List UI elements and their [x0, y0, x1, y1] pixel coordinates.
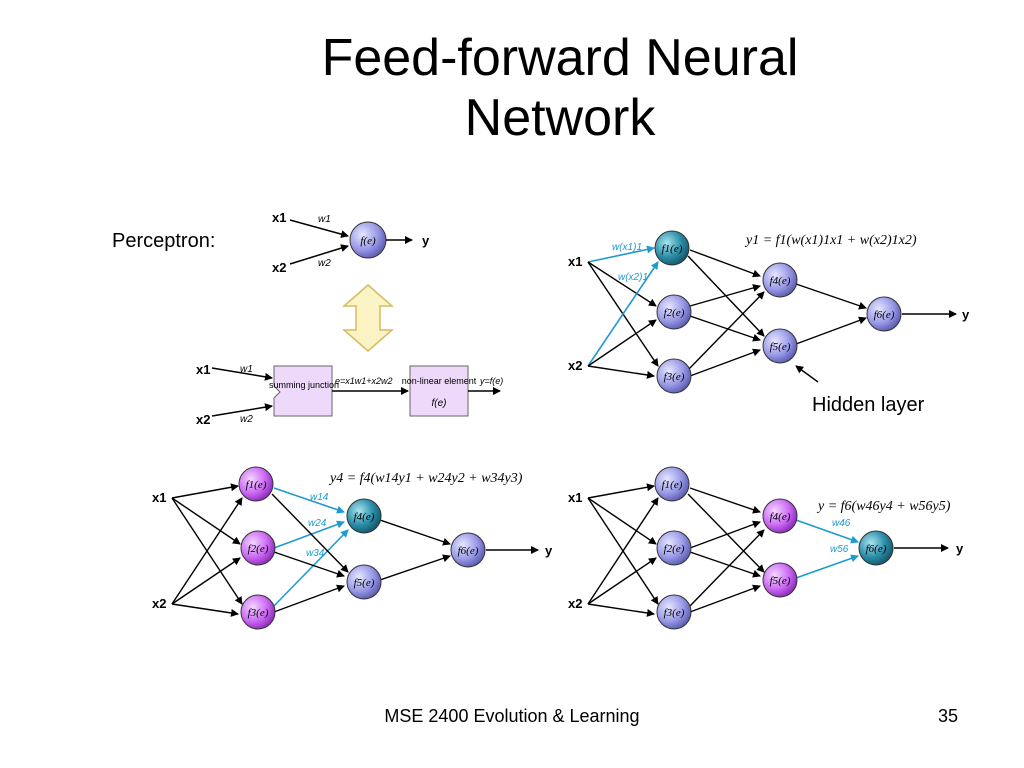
net2-formula: y4 = f4(w14y1 + w24y2 + w34y3)	[328, 471, 523, 486]
net1-x1: x1	[568, 254, 582, 269]
summing-junction-label: summing junction	[269, 380, 339, 390]
net3-node-5: f5(e)	[770, 575, 791, 587]
perceptron-w2: w2	[318, 258, 331, 269]
nonlinear-element-label: non-linear element	[402, 376, 477, 386]
nonlinear-f: f(e)	[432, 398, 447, 409]
equivalence-arrow-icon	[342, 284, 394, 352]
net2-w14: w14	[310, 492, 329, 503]
perceptron-y: y	[422, 233, 430, 248]
net3-node-6: f6(e)	[866, 543, 887, 555]
net3-formula: y = f6(w46y4 + w56y5)	[816, 499, 951, 514]
block-output: y=f(e)	[479, 376, 503, 386]
net3-w46: w46	[832, 518, 851, 529]
slide-title: Feed-forward Neural Network	[321, 29, 799, 147]
net3-x2: x2	[568, 596, 582, 611]
perceptron-x2: x2	[272, 260, 286, 275]
net2-w24: w24	[308, 518, 327, 529]
net3-node-1: f1(e)	[662, 479, 683, 491]
net3-node-3: f3(e)	[664, 607, 685, 619]
net1-node-2: f2(e)	[664, 307, 685, 319]
block-x2: x2	[196, 412, 210, 427]
hidden-layer-label: Hidden layer	[812, 394, 925, 416]
net1-node-3: f3(e)	[664, 371, 685, 383]
perceptron-x1: x1	[272, 210, 286, 225]
block-diagram: x1 x2 w1 w2 summing junction e=x1w1+x2w2…	[196, 362, 503, 427]
perceptron-w1: w1	[318, 214, 331, 225]
net1-formula: y1 = f1(w(x1)1x1 + w(x2)1x2)	[744, 233, 917, 248]
net1-w-top: w(x1)1	[612, 242, 642, 253]
net3-node-2: f2(e)	[664, 543, 685, 555]
net3-w56: w56	[830, 544, 849, 555]
net1-node-1: f1(e)	[662, 243, 683, 255]
net2-node-1: f1(e)	[246, 479, 267, 491]
network-2: x1 x2 w14 w24 w34 y f1(e) f2(e) f3(e) f4…	[152, 466, 553, 630]
net3-x1: x1	[568, 490, 582, 505]
net1-x2: x2	[568, 358, 582, 373]
net2-y: y	[545, 543, 553, 558]
e-equation: e=x1w1+x2w2	[335, 376, 393, 386]
summing-junction-box	[273, 365, 333, 417]
net1-node-6: f6(e)	[874, 309, 895, 321]
net2-x1: x1	[152, 490, 166, 505]
net2-node-5: f5(e)	[354, 577, 375, 589]
block-x1: x1	[196, 362, 210, 377]
block-w2: w2	[240, 414, 253, 425]
network-3: x1 x2 w46 w56 y f1(e) f2(e) f3(e) f4(e) …	[568, 466, 964, 630]
block-w1: w1	[240, 364, 253, 375]
net3-y: y	[956, 541, 964, 556]
net1-node-4: f4(e)	[770, 275, 791, 287]
net2-w34: w34	[306, 548, 325, 559]
net2-x2: x2	[152, 596, 166, 611]
net1-w-bottom: w(x2)1	[618, 272, 648, 283]
svg-text:f(e): f(e)	[360, 235, 376, 247]
perceptron-label: Perceptron:	[112, 230, 216, 252]
net2-node-4: f4(e)	[354, 511, 375, 523]
nonlinear-element-box	[409, 365, 469, 417]
network-1: x1 x2 w(x1)1 w(x2)1 y f1(e) f2(e) f3(e) …	[568, 230, 970, 394]
perceptron-diagram: x1 x2 w1 w2 f(e) y	[272, 210, 430, 275]
net2-node-3: f3(e)	[248, 607, 269, 619]
net2-node-2: f2(e)	[248, 543, 269, 555]
footer-course: MSE 2400 Evolution & Learning	[384, 706, 640, 726]
footer-page-number: 35	[938, 706, 959, 726]
net2-node-6: f6(e)	[458, 545, 479, 557]
net1-node-5: f5(e)	[770, 341, 791, 353]
net1-y: y	[962, 307, 970, 322]
net3-node-4: f4(e)	[770, 511, 791, 523]
